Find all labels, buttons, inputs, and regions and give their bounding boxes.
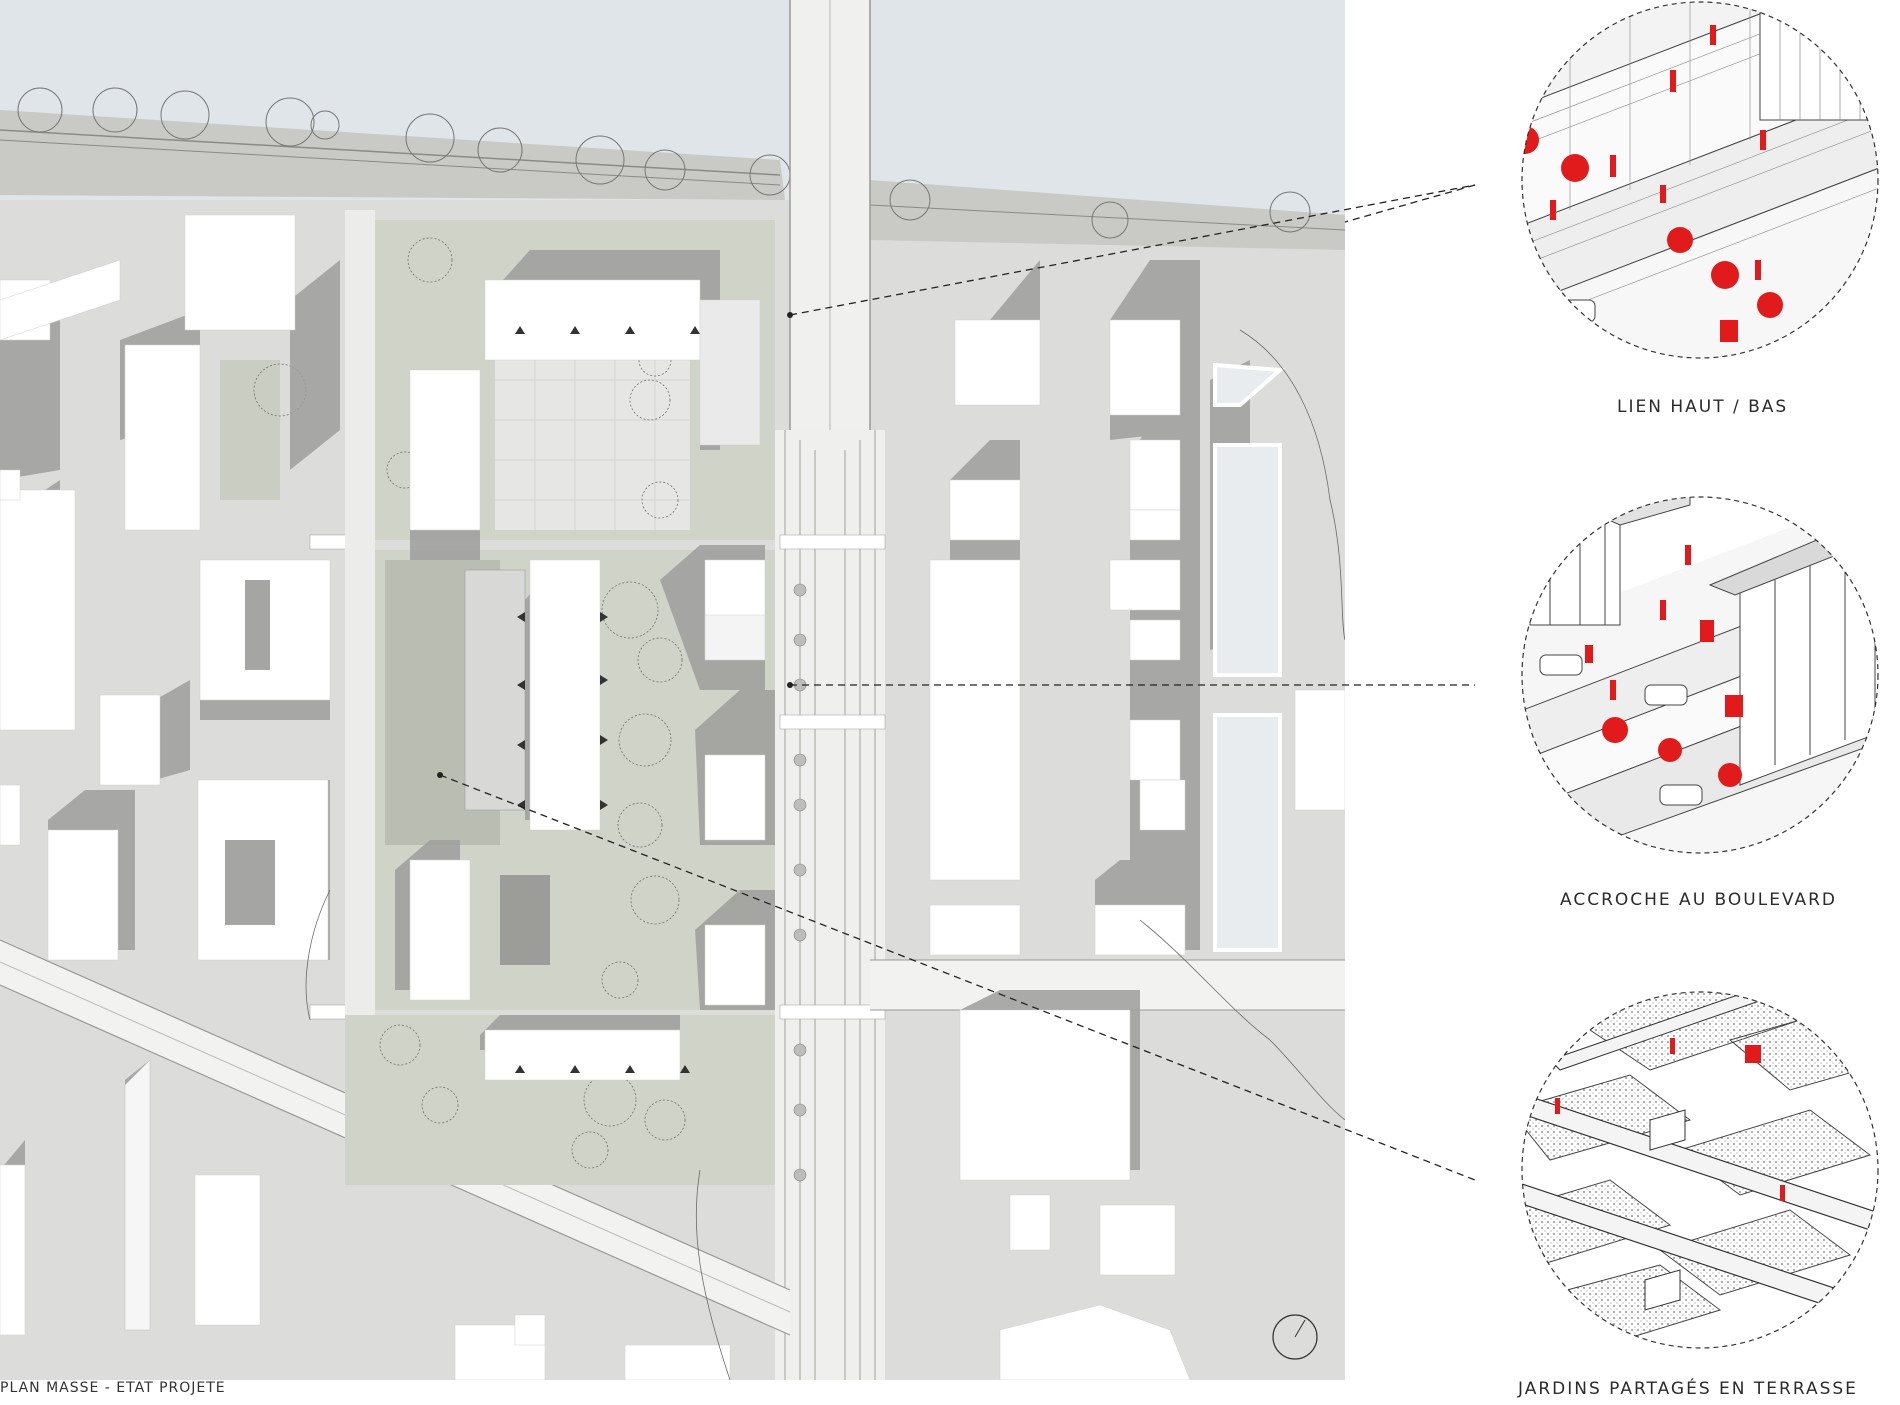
person-icon <box>1555 1038 1785 1201</box>
site-plan-drawing <box>0 0 1345 1380</box>
detail-accroche-boulevard <box>1510 485 1900 875</box>
basins <box>1213 362 1285 952</box>
person-icon <box>1550 25 1766 342</box>
person-icon <box>1585 545 1743 717</box>
detail-accroche-boulevard-drawing <box>1521 496 1879 854</box>
detail-lien-haut-bas <box>1510 0 1900 380</box>
north-arrow-icon <box>1272 1314 1318 1360</box>
detail-lien-haut-bas-drawing <box>1521 1 1879 359</box>
leader-line-1b <box>1344 184 1476 223</box>
detail-caption-2: ACCROCHE AU BOULEVARD <box>1560 890 1838 910</box>
central-square <box>495 340 690 530</box>
river-bank <box>0 110 785 200</box>
site-plan <box>0 0 1345 1380</box>
detail-caption-1: LIEN HAUT / BAS <box>1617 397 1789 417</box>
slab-building <box>124 1059 151 1331</box>
detail-jardins-partages-drawing <box>1521 991 1879 1349</box>
plan-caption: PLAN MASSE - ETAT PROJETE <box>0 1380 226 1396</box>
detail-caption-3: JARDINS PARTAGÉS EN TERRASSE <box>1518 1379 1858 1399</box>
detail-jardins-partages <box>1510 980 1900 1370</box>
